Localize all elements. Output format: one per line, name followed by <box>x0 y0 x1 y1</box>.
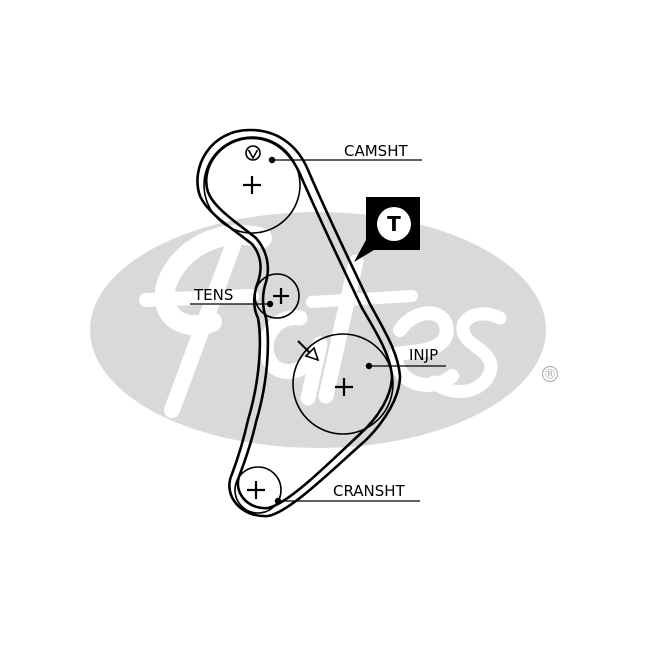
injection-pump-center-cross <box>335 378 353 396</box>
tension-badge-letter: T <box>387 212 401 236</box>
tensioner-label: TENS <box>193 286 233 304</box>
tensioner-center-cross <box>273 288 289 304</box>
timing-belt <box>196 128 402 518</box>
arrow-icon <box>297 340 320 362</box>
tensioner-pulley <box>254 273 300 319</box>
crankshaft-pulley <box>234 466 282 514</box>
crankshaft-label: CRANSHT <box>333 482 406 500</box>
tension-badge-icon: T <box>354 197 420 262</box>
timing-mark-icon <box>245 145 261 161</box>
registered-mark: ® <box>544 368 557 383</box>
injection-pump-label: INJP <box>409 346 438 364</box>
camshaft-label: CAMSHT <box>344 142 408 160</box>
injection-pump-pulley <box>292 333 394 435</box>
gates-logo-watermark: ® <box>90 212 559 448</box>
camshaft-pulley <box>203 136 301 234</box>
camshaft-center-cross <box>243 176 261 194</box>
crankshaft-center-cross <box>247 481 265 499</box>
leader-lines <box>190 156 446 505</box>
